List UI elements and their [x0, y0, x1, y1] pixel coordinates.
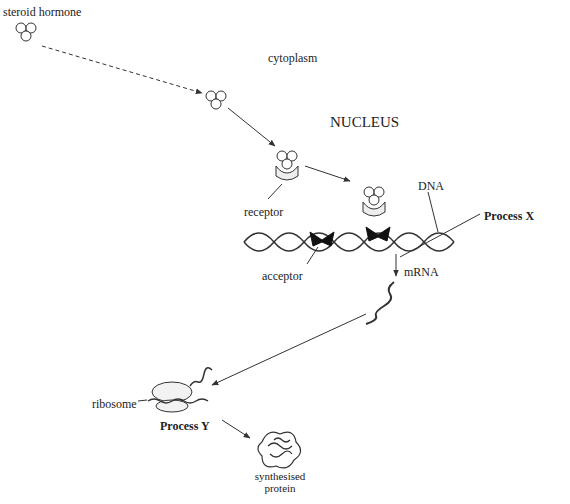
leader-line: [428, 192, 438, 232]
ribosome-figure: [148, 368, 212, 412]
acceptor-site: [366, 227, 390, 241]
part-label: DNA: [418, 179, 444, 193]
dna-strand: [244, 233, 454, 251]
mrna-strand: [366, 282, 394, 324]
hormone-molecule: [206, 91, 226, 109]
part-label: ribosome: [92, 397, 137, 411]
translation-arrow: [222, 420, 250, 438]
hormone-molecule: [16, 23, 36, 41]
part-label: Process Y: [160, 419, 210, 433]
hormone-receptor-complex: [363, 187, 385, 216]
part-label: steroid hormone: [3, 5, 81, 19]
leader-line: [138, 400, 147, 401]
entry-arrow: [42, 46, 202, 93]
part-label: receptor: [244, 205, 283, 219]
region-label: NUCLEUS: [330, 115, 399, 129]
hormone-receptor-complex: [276, 151, 298, 180]
transport-arrow: [228, 108, 275, 146]
transcription-arrow: [396, 254, 397, 276]
part-label: mRNA: [404, 265, 439, 279]
leader-line: [307, 247, 318, 264]
leader-line: [268, 184, 282, 199]
acceptor-site: [310, 232, 334, 246]
part-label: synthesised protein: [248, 470, 312, 494]
part-label: acceptor: [262, 269, 303, 283]
part-label: Process X: [484, 209, 534, 223]
export-arrow: [212, 314, 366, 385]
leader-line: [400, 214, 480, 257]
region-label: cytoplasm: [268, 51, 317, 65]
dna-strand: [244, 233, 454, 251]
binding-arrow: [305, 166, 350, 181]
protein-figure: [258, 432, 301, 468]
